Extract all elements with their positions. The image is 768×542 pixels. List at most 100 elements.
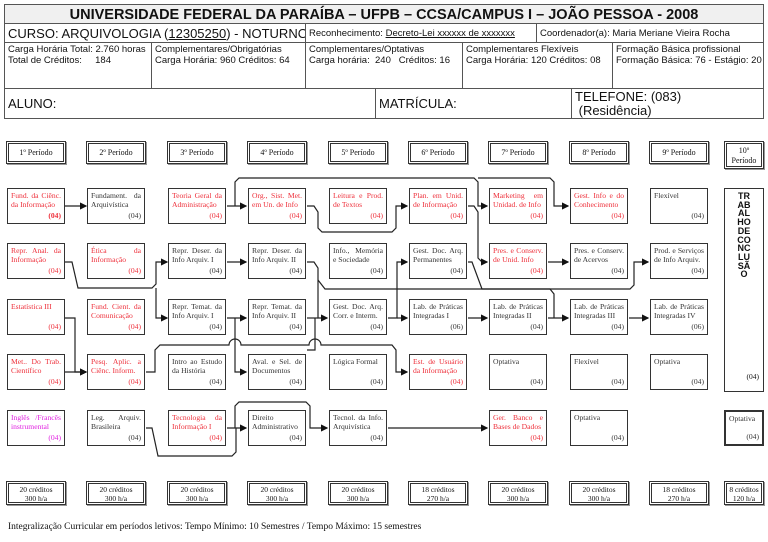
course-box[interactable]: Direito Administrativo(04): [248, 410, 306, 446]
period-header-1: 1º Período: [6, 141, 66, 164]
course-box[interactable]: Flexível(04): [650, 188, 708, 224]
period-header-5: 5º Período: [328, 141, 388, 164]
course-name: Ética da Informação: [91, 246, 141, 264]
course-credits: (06): [691, 322, 704, 331]
arrow: [234, 177, 489, 210]
course-box[interactable]: Repr. Deser. da Info Arquiv. II(04): [248, 243, 306, 279]
course-credits: (04): [530, 433, 543, 442]
arrow: [388, 258, 409, 319]
course-box[interactable]: Repr. Anal. da Informação(04): [7, 243, 65, 279]
course-credits: (04): [450, 266, 463, 275]
course-box[interactable]: Optativa(04): [650, 354, 708, 390]
total-hours: 300 h/a: [24, 494, 48, 503]
course-box[interactable]: Est. de Usuário da Informação(04): [409, 354, 467, 390]
course-box[interactable]: Leg. Arquiv. Brasileira(04): [87, 410, 145, 446]
course-box[interactable]: Gest. Doc. Arq. Permanentes(04): [409, 243, 467, 279]
course-name: Pres. e Conserv. de Unid. Info: [493, 246, 543, 264]
telefone-field[interactable]: TELEFONE: (083) (Residência): [571, 88, 764, 119]
arrow: [478, 177, 570, 210]
course-name: Lab. de Práticas Integradas IV: [654, 302, 704, 320]
course-name: Optativa: [574, 413, 601, 422]
course-credits: (04): [450, 377, 463, 386]
course-name: Tecnol. da Info. Arquivística: [333, 413, 383, 431]
comp-flex-value: Carga Horária: 120 Créditos: 08: [466, 55, 601, 66]
period-header-9: 9º Período: [649, 141, 709, 164]
course-box[interactable]: Gest. Doc. Arq. Corr. e Interm.(04): [329, 299, 387, 335]
course-credits: (04): [48, 322, 61, 331]
total-hours: 270 h/a: [667, 494, 691, 503]
course-box[interactable]: Fund. Cient. da Comunicação(04): [87, 299, 145, 335]
course-box[interactable]: Met.. Do Trab. Científico(04): [7, 354, 65, 390]
course-box[interactable]: Leitura e Prod. de Textos(04): [329, 188, 387, 224]
arrow: [317, 258, 650, 290]
course-box[interactable]: Optativa(04): [724, 410, 764, 446]
course-box[interactable]: Estatística III(04): [7, 299, 65, 335]
course-box[interactable]: Flexível(04): [570, 354, 628, 390]
course-box[interactable]: Pres. e Conserv. de Unid. Info (04): [489, 243, 547, 279]
course-box[interactable]: Pres. e Conserv. de Acervos(04): [570, 243, 628, 279]
course-credits: (04): [611, 211, 624, 220]
course-name: Leitura e Prod. de Textos: [333, 191, 383, 209]
course-credits: (04): [611, 377, 624, 386]
period-header-3: 3º Período: [167, 141, 227, 164]
period-header-8: 8º Período: [569, 141, 629, 164]
course-box[interactable]: Intro ao Estudo da História(04): [168, 354, 226, 390]
course-name: Optativa: [729, 414, 756, 423]
course-box[interactable]: Fundament. da Arquivística(04): [87, 188, 145, 224]
course-box[interactable]: Gest. Info e do Conhecimento(04): [570, 188, 628, 224]
arrow: [307, 318, 316, 351]
course-box[interactable]: Ger. Banco e Bases de Dados(04): [489, 410, 547, 446]
course-box[interactable]: Org., Sist. Met. em Un. de Info(04): [248, 188, 306, 224]
course-box[interactable]: Repr. Temat. da Info Arquiv. I(04): [168, 299, 226, 335]
total-credits: 18 créditos: [662, 485, 696, 494]
course-box[interactable]: Lab. de Práticas Integradas I(06): [409, 299, 467, 335]
course-box[interactable]: Lab. de Práticas Integradas II(04): [489, 299, 547, 335]
course-box[interactable]: Teoria Geral da Administração(04): [168, 188, 226, 224]
course-box[interactable]: Repr. Deser. da Info Arquiv. I(04): [168, 243, 226, 279]
course-name: Optativa: [493, 357, 520, 366]
course-credits: (04): [48, 266, 61, 275]
course-name: Repr. Temat. da Info Arquiv. II: [252, 302, 302, 320]
course-box[interactable]: Optativa(04): [570, 410, 628, 446]
course-box[interactable]: Fund. da Ciênc. da Informação(04): [7, 188, 65, 224]
course-credits: (04): [209, 377, 222, 386]
course-box[interactable]: Aval. e Sel. de Documentos(04): [248, 354, 306, 390]
course-credits: (04): [530, 211, 543, 220]
course-box[interactable]: Inglês /Francês instrumental(04): [7, 410, 65, 446]
course-box[interactable]: Tecnologia da Informação I(04): [168, 410, 226, 446]
course-box[interactable]: Lógica Formal(04): [329, 354, 387, 390]
course-box[interactable]: Pesq. Aplic. a Ciênc. Inform.(04): [87, 354, 145, 390]
course-name: Lab. de Práticas Integradas III: [574, 302, 624, 320]
period-header-4: 4º Período: [247, 141, 307, 164]
course-credits: (04): [209, 266, 222, 275]
total-credits: 18 créditos: [421, 485, 455, 494]
arrow: [146, 424, 248, 457]
course-box[interactable]: Optativa (04): [489, 354, 547, 390]
tcc-box[interactable]: TRABALHO DE CONCLUSÃO(04): [724, 188, 764, 392]
total-hours: 300 h/a: [104, 494, 128, 503]
course-credits: (04): [530, 266, 543, 275]
course-credits: (04): [530, 377, 543, 386]
course-name: Lab. de Práticas Integradas I: [413, 302, 463, 320]
total-hours: 270 h/a: [426, 494, 450, 503]
course-box[interactable]: Prod. e Serviços de Info Arquiv.(04): [650, 243, 708, 279]
total-credits: 20 créditos: [582, 485, 616, 494]
course-box[interactable]: Lab. de Práticas Integradas III(04): [570, 299, 628, 335]
course-credits: (04): [128, 377, 141, 386]
course-box[interactable]: Info., Memória e Sociedade(04): [329, 243, 387, 279]
course-box[interactable]: Marketing em Unidad. de Info(04): [489, 188, 547, 224]
course-box[interactable]: Ética da Informação(04): [87, 243, 145, 279]
course-box[interactable]: Tecnol. da Info. Arquivística(04): [329, 410, 387, 446]
total-credits: 20 créditos: [260, 485, 294, 494]
course-box[interactable]: Lab. de Práticas Integradas IV (06): [650, 299, 708, 335]
course-name: Prod. e Serviços de Info Arquiv.: [654, 246, 704, 264]
comp-opt-title: Complementares/Optativas: [309, 44, 425, 55]
course-name: Teoria Geral da Administração: [172, 191, 222, 209]
reconhecimento-value: Decreto-Lei xxxxxx de xxxxxxx: [385, 28, 515, 39]
course-name: Info., Memória e Sociedade: [333, 246, 383, 264]
course-box[interactable]: Repr. Temat. da Info Arquiv. II(04): [248, 299, 306, 335]
course-name: Leg. Arquiv. Brasileira: [91, 413, 141, 431]
course-box[interactable]: Plan. em Unid. de Informação(04): [409, 188, 467, 224]
